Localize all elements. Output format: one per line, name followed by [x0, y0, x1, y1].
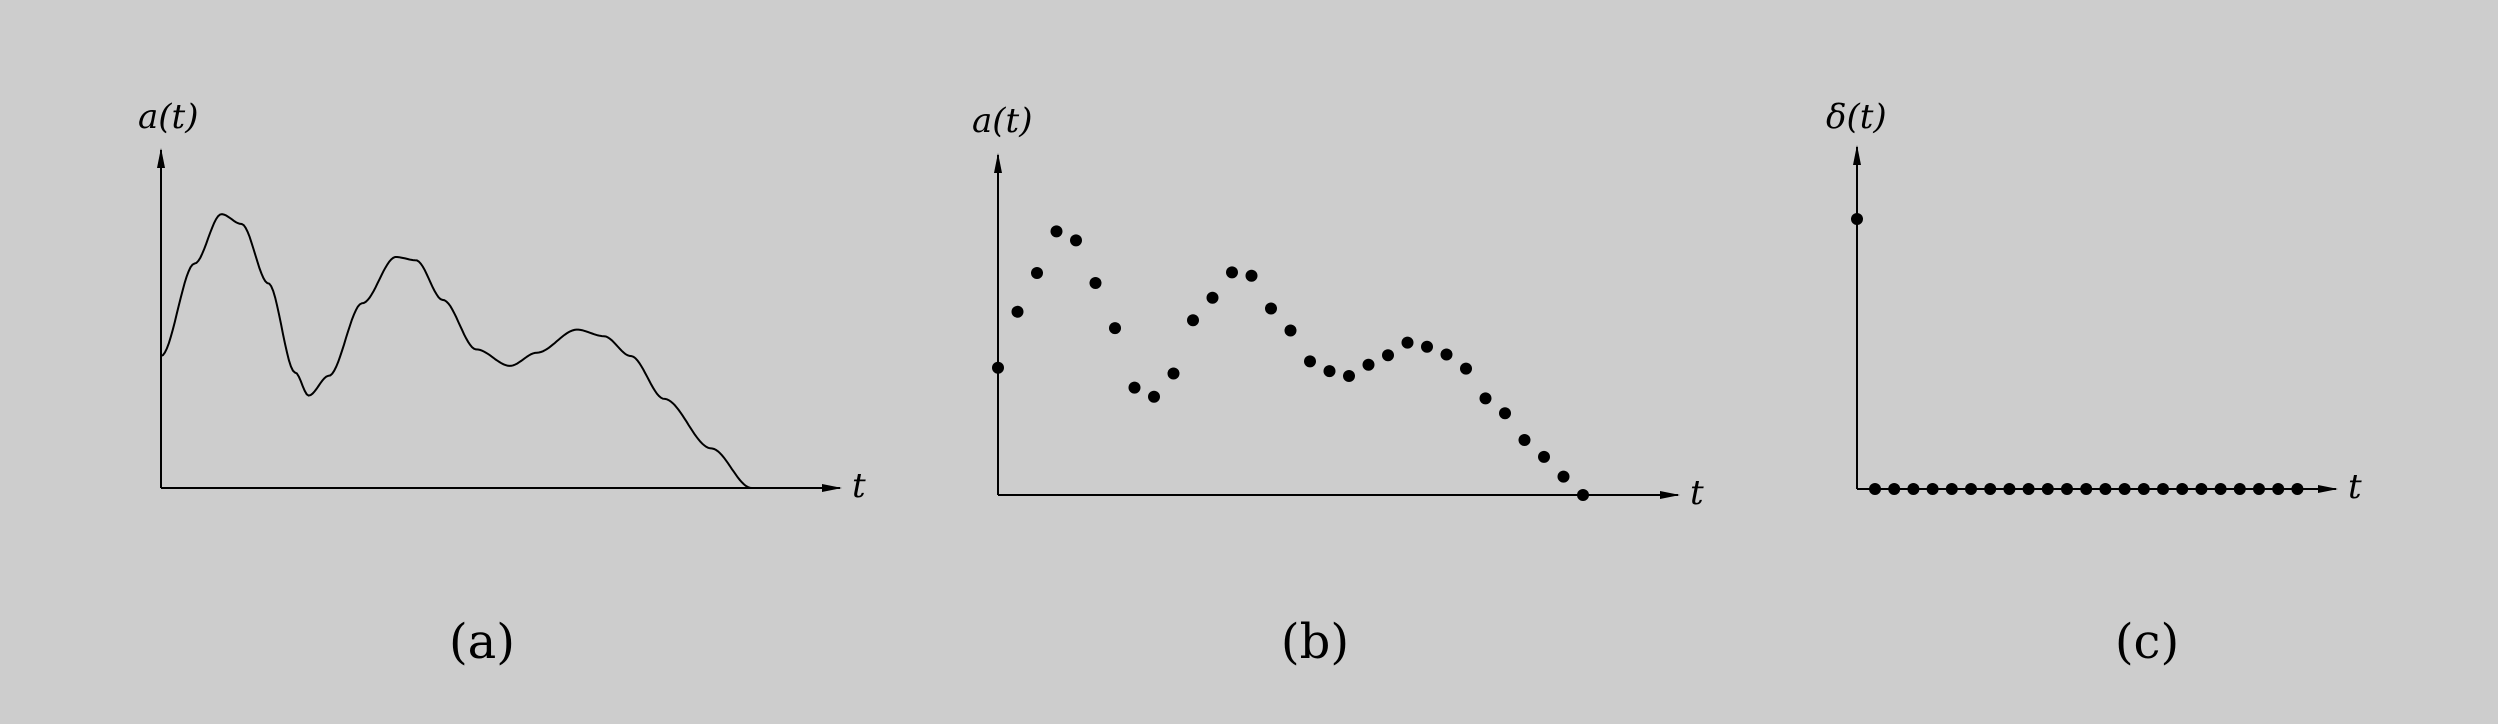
panel-c: δ(t) t (c)	[1826, 97, 2362, 670]
zero-sample-point	[1888, 483, 1901, 495]
sample-point	[1031, 267, 1043, 279]
zero-sample-point	[1926, 483, 1939, 495]
sample-point	[1226, 266, 1238, 279]
zero-sample-point	[2099, 483, 2112, 495]
sample-point	[1148, 390, 1160, 403]
sample-point	[1304, 355, 1316, 368]
panel-b-caption: (b)	[1281, 614, 1349, 670]
panel-c-caption: (c)	[2115, 614, 2179, 670]
sample-point	[1343, 370, 1355, 382]
panel-a-y-label: a(t)	[138, 97, 198, 137]
zero-sample-point	[1945, 483, 1958, 495]
impulse-point	[1851, 213, 1863, 225]
sample-point	[1538, 450, 1550, 463]
sample-point	[1362, 358, 1375, 371]
zero-sample-point	[2233, 483, 2246, 495]
sample-point	[1284, 324, 1297, 337]
zero-sample-point	[2022, 483, 2035, 495]
zero-sample-point	[2061, 483, 2073, 495]
sample-point	[1011, 305, 1024, 318]
sample-point	[1460, 362, 1472, 375]
zero-sample-point	[2080, 483, 2093, 495]
zero-sample-point	[2041, 483, 2054, 495]
zero-sample-point	[2195, 483, 2208, 495]
sample-point	[1440, 348, 1453, 361]
zero-sample-point	[2291, 483, 2304, 495]
sample-point	[1128, 381, 1141, 394]
zero-sample-point	[1965, 483, 1977, 495]
sample-point	[1245, 269, 1258, 282]
zero-sample-point	[2214, 483, 2227, 495]
panel-a: a(t) t (a)	[138, 97, 866, 670]
sample-point	[1167, 367, 1180, 380]
sample-point	[1050, 225, 1063, 238]
zero-sample-point	[2253, 483, 2265, 495]
panel-c-samples	[1851, 213, 2304, 495]
zero-sample-point	[1869, 483, 1881, 495]
panel-c-y-label: δ(t)	[1826, 97, 1887, 137]
sample-point	[1089, 277, 1102, 289]
sample-point	[1323, 365, 1336, 378]
sample-point	[1557, 470, 1570, 483]
sample-point	[1206, 291, 1219, 304]
sample-point	[1577, 489, 1589, 501]
sample-point	[1070, 234, 1082, 247]
sample-point	[1265, 302, 1277, 315]
sample-point	[1187, 314, 1199, 327]
zero-sample-point	[2003, 483, 2016, 495]
sample-point	[1499, 407, 1511, 420]
zero-sample-point	[2157, 483, 2169, 495]
zero-sample-point	[1984, 483, 1997, 495]
zero-sample-point	[1907, 483, 1920, 495]
sample-point	[1518, 434, 1531, 446]
zero-sample-point	[2272, 483, 2285, 495]
panel-c-x-label: t	[2348, 467, 2362, 507]
panel-b-x-label: t	[1690, 473, 1704, 513]
sample-point	[1382, 349, 1394, 362]
sample-point	[1479, 392, 1492, 405]
zero-sample-point	[2137, 483, 2150, 495]
panel-a-x-label: t	[852, 466, 866, 506]
zero-sample-point	[2118, 483, 2131, 495]
sample-point	[992, 361, 1004, 374]
sample-point	[1421, 340, 1433, 353]
panel-a-caption: (a)	[449, 614, 515, 670]
panel-b: a(t) t (b)	[972, 101, 1704, 670]
panel-b-y-label: a(t)	[972, 101, 1032, 141]
sample-point	[1401, 336, 1414, 349]
zero-sample-point	[2176, 483, 2189, 495]
panel-b-samples	[992, 225, 1589, 501]
sample-point	[1109, 322, 1121, 335]
panel-a-signal-curve	[160, 213, 752, 489]
